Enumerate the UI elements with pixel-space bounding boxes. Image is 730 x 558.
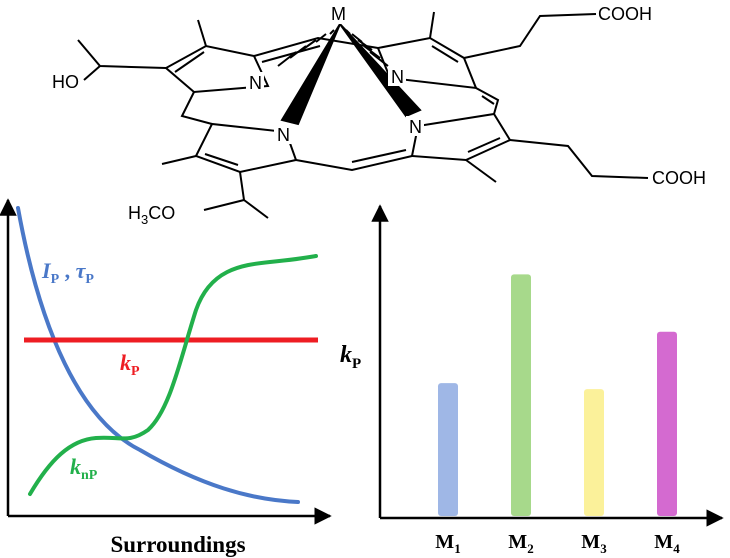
methyl-bond — [197, 19, 207, 47]
left-panel: IP , τP kP knP Surroundings — [0, 198, 332, 557]
double-bond — [481, 95, 495, 105]
bar-m3 — [584, 389, 604, 516]
ip-tau-label: IP , τP — [41, 258, 94, 287]
atom-labels: M N N N N COOH COOH HO H3CO — [52, 2, 706, 227]
pyrrole-ring-lower-left — [194, 122, 298, 174]
tick-label-m3: M3 — [581, 531, 607, 556]
x-axis-title: Surroundings — [110, 532, 245, 557]
bar-m1 — [438, 383, 458, 516]
bar-m4 — [657, 331, 677, 516]
y-axis-title: kP — [340, 342, 361, 372]
meso-bridge-right — [475, 87, 500, 115]
hydroxyethyl-chain — [77, 39, 167, 69]
carboxyl-group-top: COOH — [598, 4, 652, 24]
methyl-bond — [429, 11, 435, 39]
pyrrole-ring-lower-right — [410, 112, 512, 162]
hydroxyl-bond — [83, 65, 101, 81]
pyrrole-ring-upper-left — [164, 44, 270, 94]
bar-m2 — [511, 274, 531, 516]
meso-bridge-left — [180, 91, 213, 125]
propionic-chain-right — [509, 139, 649, 179]
kp-label: kP — [120, 350, 140, 379]
double-bond — [431, 45, 459, 63]
metal-wedge-left — [280, 23, 341, 126]
nitrogen-lower-left: N — [277, 125, 290, 145]
double-bond — [204, 153, 239, 166]
metal-wedge-right — [339, 23, 422, 118]
porphyrin-structure — [77, 11, 649, 219]
methyl-bond — [161, 155, 197, 165]
ip-tau-curve — [16, 206, 300, 504]
double-bond — [351, 149, 407, 163]
tick-label-m1: M1 — [435, 531, 460, 556]
methyl-bond — [465, 159, 497, 183]
propionic-chain-top — [463, 13, 597, 59]
tick-labels-group: M1 M2 M3 M4 — [435, 531, 680, 556]
knp-curve — [28, 254, 318, 496]
knp-label: knP — [70, 454, 98, 483]
metal-atom: M — [331, 4, 346, 24]
bars-group — [438, 274, 677, 516]
double-bond — [174, 51, 205, 73]
methoxy-group: H3CO — [128, 203, 175, 227]
nitrogen-lower-right: N — [409, 117, 422, 137]
carboxyl-group-right: COOH — [652, 168, 706, 188]
double-bond — [261, 45, 321, 63]
methoxy-bond — [203, 199, 245, 211]
metal-hashed-bond-right — [345, 29, 389, 67]
nitrogen-upper-left: N — [249, 73, 262, 93]
pyrrole-ring-upper-right — [376, 36, 478, 90]
tick-label-m2: M2 — [508, 531, 533, 556]
double-bond — [467, 137, 501, 153]
tick-label-m4: M4 — [654, 531, 680, 556]
right-panel: kP M1 M2 M3 M4 — [340, 204, 724, 556]
methoxyethyl-chain — [239, 171, 269, 219]
meso-bridge-bottom — [295, 155, 413, 172]
metal-hashed-bond-left — [277, 29, 335, 67]
hydroxyl-group: HO — [52, 72, 79, 92]
nitrogen-upper-right: N — [391, 67, 404, 87]
